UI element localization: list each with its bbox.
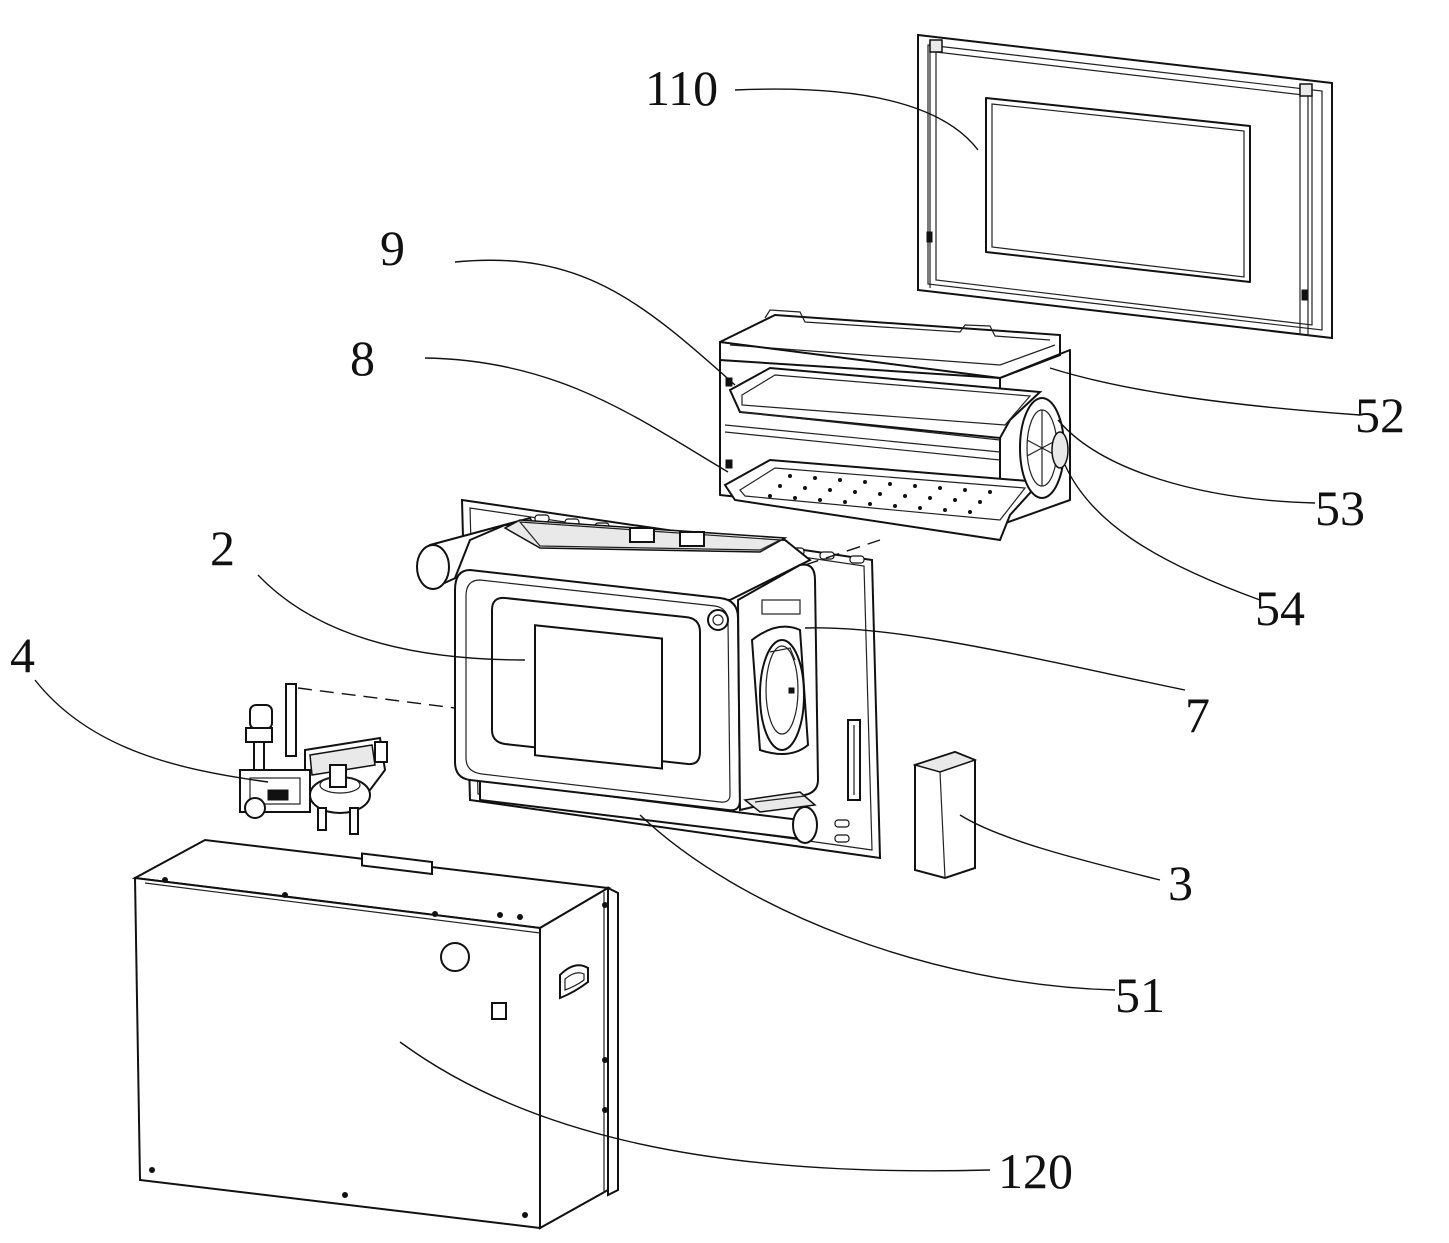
- pump-assembly-4: [239, 683, 388, 835]
- label-7: 7: [1185, 687, 1210, 743]
- alignment-line-pump: [297, 687, 456, 709]
- fan-assembly: [1019, 397, 1069, 499]
- housing-120: [131, 838, 619, 1230]
- label-4: 4: [10, 627, 35, 683]
- leader-lines: [34, 88, 1361, 1172]
- label-3: 3: [1168, 855, 1193, 911]
- label-52: 52: [1355, 387, 1405, 443]
- cavity-rack-assembly: [719, 309, 1071, 542]
- label-54: 54: [1255, 580, 1305, 636]
- steam-box-2: [453, 519, 820, 813]
- label-8: 8: [350, 330, 375, 386]
- label-53: 53: [1315, 480, 1365, 536]
- knob-7: [750, 625, 810, 755]
- perforation-holes: [768, 474, 992, 514]
- label-120: 120: [998, 1143, 1073, 1199]
- alignment-line-rack: [804, 539, 881, 566]
- label-110: 110: [645, 60, 718, 116]
- water-box-3: [912, 750, 978, 880]
- door-frame-110: [917, 33, 1333, 340]
- label-2: 2: [210, 520, 235, 576]
- label-51: 51: [1115, 967, 1165, 1023]
- label-9: 9: [380, 220, 405, 276]
